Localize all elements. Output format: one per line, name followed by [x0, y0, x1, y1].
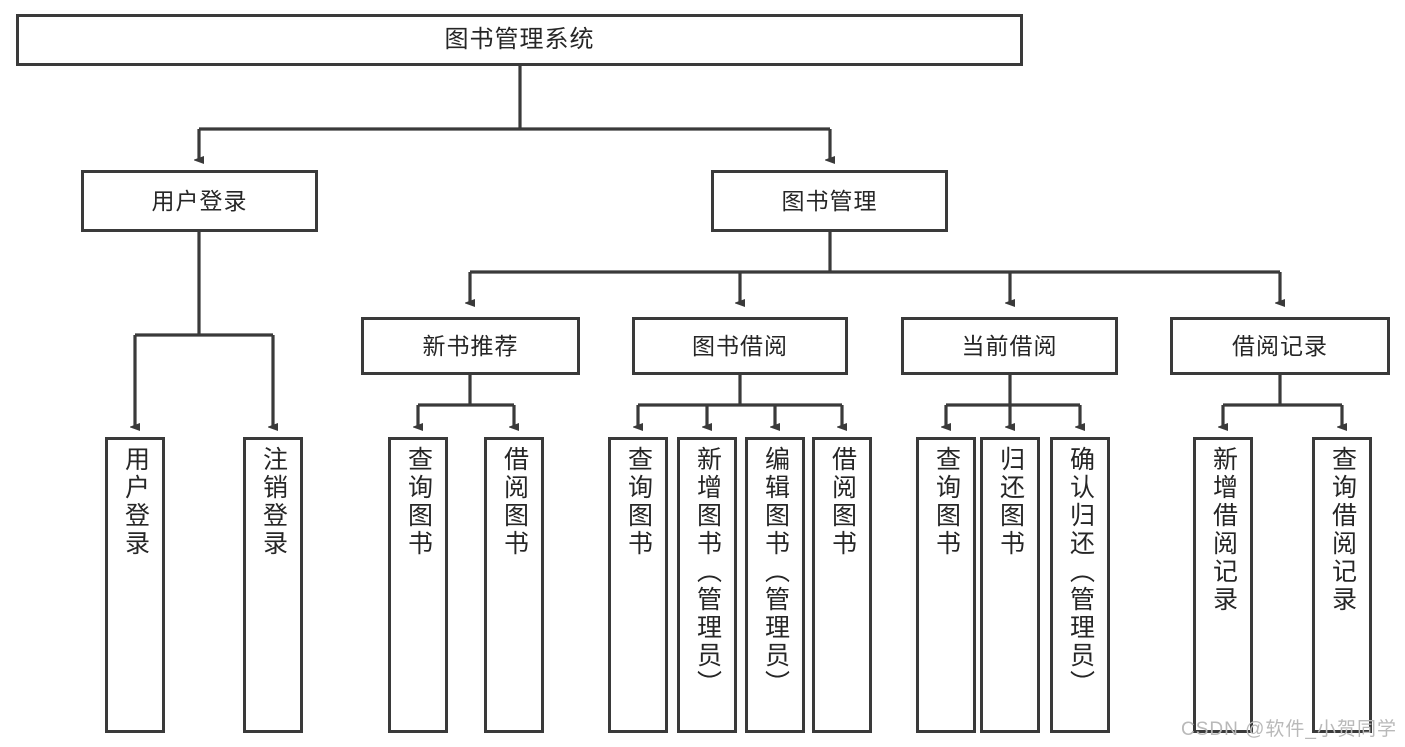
node-leaf-add-book-admin[interactable]: 新增图书（管理员） [677, 437, 737, 733]
node-label: 借阅图书 [828, 446, 857, 558]
node-label: 查询图书 [932, 446, 961, 558]
node-book-borrow[interactable]: 图书借阅 [632, 317, 848, 375]
node-label: 注销登录 [259, 446, 288, 558]
node-user-login[interactable]: 用户登录 [81, 170, 318, 232]
node-label: 查询图书 [404, 446, 433, 558]
node-label: 用户登录 [121, 446, 150, 558]
node-book-management[interactable]: 图书管理 [711, 170, 948, 232]
node-new-book-recommend[interactable]: 新书推荐 [361, 317, 580, 375]
node-leaf-add-borrow-record[interactable]: 新增借阅记录 [1193, 437, 1253, 733]
node-leaf-logout[interactable]: 注销登录 [243, 437, 303, 733]
node-label: 图书管理 [781, 187, 878, 214]
node-label: 查询借阅记录 [1328, 446, 1357, 614]
csdn-watermark: CSDN @软件_小贺同学 [1181, 719, 1397, 740]
node-label: 当前借阅 [961, 332, 1058, 359]
node-leaf-borrow-book[interactable]: 借阅图书 [812, 437, 872, 733]
node-label: 新增借阅记录 [1209, 446, 1238, 614]
node-leaf-query-borrow-record[interactable]: 查询借阅记录 [1312, 437, 1372, 733]
node-label: 新书推荐 [422, 332, 519, 359]
node-leaf-query-book-borrow[interactable]: 查询图书 [608, 437, 668, 733]
node-leaf-return-book[interactable]: 归还图书 [980, 437, 1040, 733]
node-label: 查询图书 [624, 446, 653, 558]
node-leaf-borrow-book-recommend[interactable]: 借阅图书 [484, 437, 544, 733]
node-label: 新增图书（管理员） [693, 446, 722, 698]
node-label: 图书管理系统 [444, 26, 595, 54]
node-label: 图书借阅 [692, 332, 788, 359]
node-borrow-record[interactable]: 借阅记录 [1170, 317, 1390, 375]
node-label: 编辑图书（管理员） [761, 446, 790, 698]
node-leaf-query-book-current[interactable]: 查询图书 [916, 437, 976, 733]
node-current-borrow[interactable]: 当前借阅 [901, 317, 1118, 375]
node-label: 借阅记录 [1232, 332, 1328, 359]
node-leaf-confirm-return-admin[interactable]: 确认归还（管理员） [1050, 437, 1110, 733]
node-label: 用户登录 [151, 187, 248, 214]
node-leaf-user-login[interactable]: 用户登录 [105, 437, 165, 733]
node-leaf-query-book-recommend[interactable]: 查询图书 [388, 437, 448, 733]
node-label: 借阅图书 [500, 446, 529, 558]
node-root-book-management-system[interactable]: 图书管理系统 [16, 14, 1023, 66]
node-leaf-edit-book-admin[interactable]: 编辑图书（管理员） [745, 437, 805, 733]
node-label: 确认归还（管理员） [1066, 446, 1095, 698]
node-label: 归还图书 [996, 446, 1025, 558]
